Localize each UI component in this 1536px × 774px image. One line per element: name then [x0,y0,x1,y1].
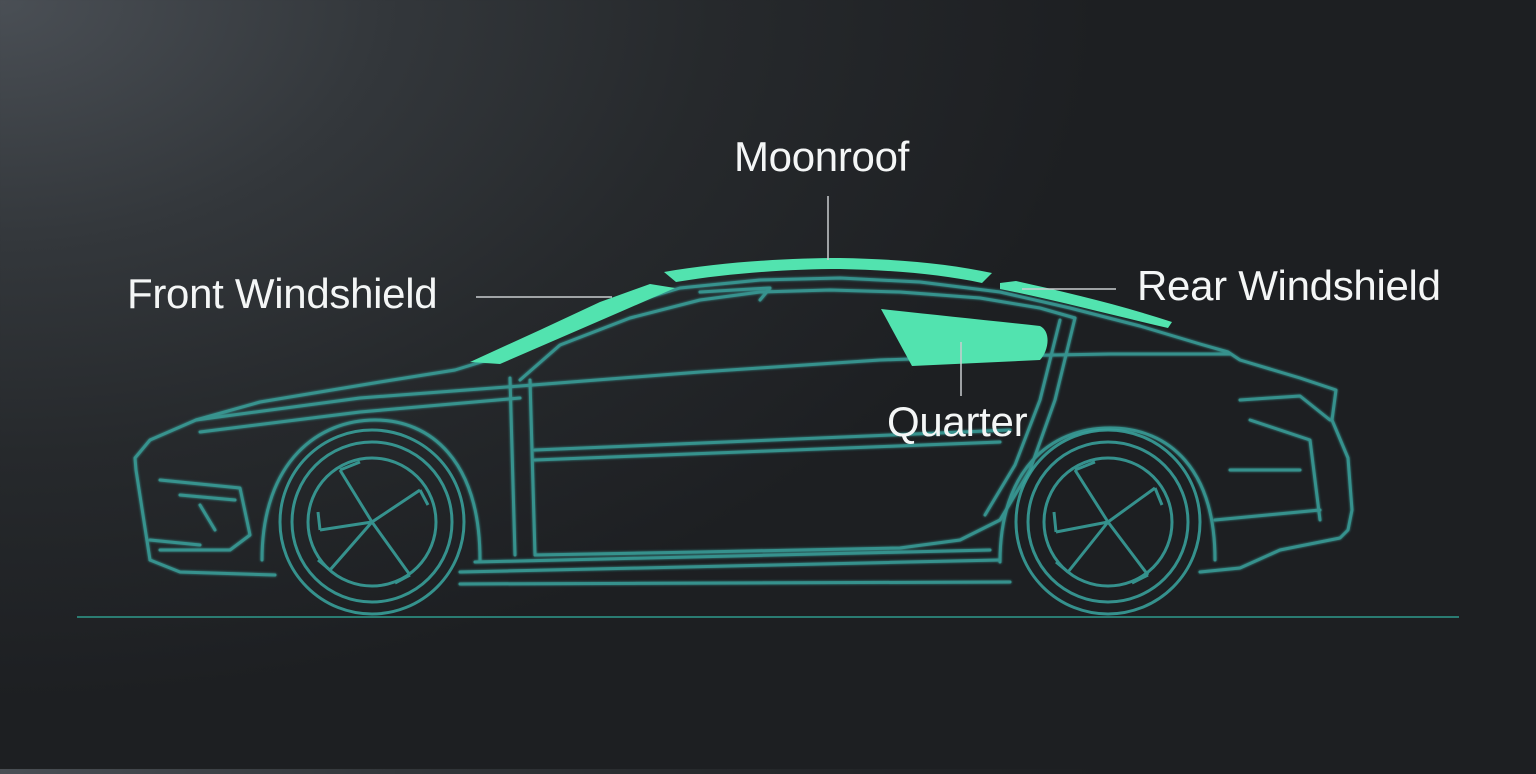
car-body-wireframe [133,276,1354,586]
quarter-label: Quarter [887,398,1028,445]
front-wheel [278,428,466,616]
rear-windshield-glass [1000,281,1172,328]
rear-windshield-label: Rear Windshield [1137,262,1441,309]
quarter-glass [881,309,1048,366]
front-windshield-glass [470,284,675,364]
rear-wheel [1014,428,1202,616]
front-windshield-label: Front Windshield [127,270,438,317]
moonroof-glass [664,258,992,283]
moonroof-label: Moonroof [734,133,910,180]
